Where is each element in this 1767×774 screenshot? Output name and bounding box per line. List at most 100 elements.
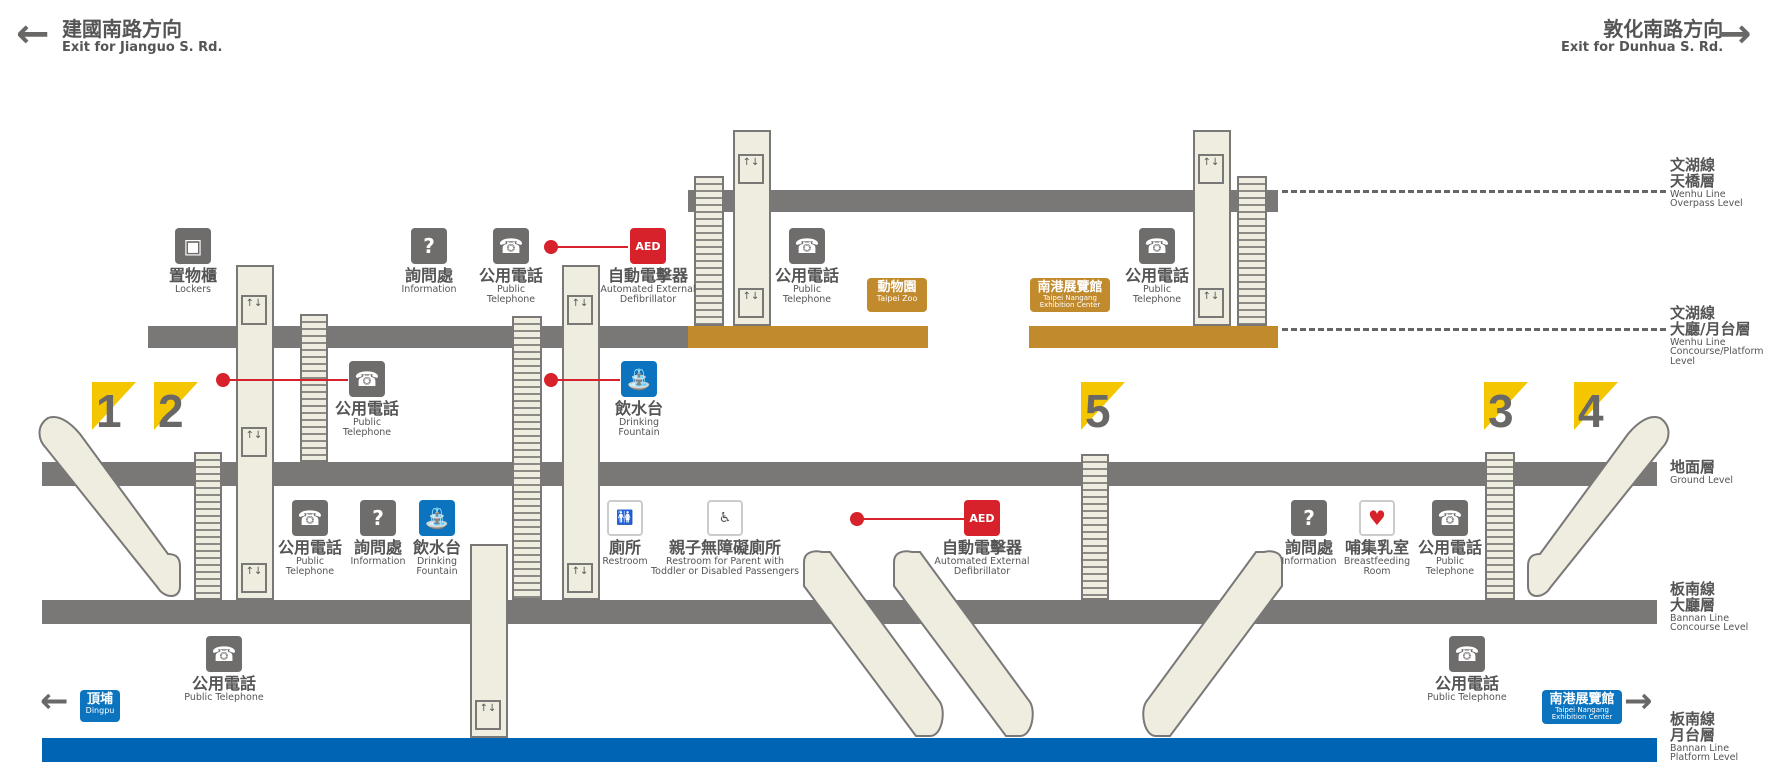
telephone-icon: ☎	[493, 228, 529, 264]
facility-zh: 自動電擊器	[607, 266, 688, 285]
exit-number: 5	[1085, 385, 1111, 437]
aed-icon-text: AED	[635, 239, 661, 253]
facility-en: Public Telephone	[342, 416, 392, 438]
level-label-zh: 地面層	[1670, 458, 1716, 476]
facility-en: Public Telephone	[1425, 555, 1475, 577]
badge-nangang-exhibition-bottom: 南港展覽館 Taipei Nangang Exhibition Center	[1542, 690, 1622, 724]
facility-en: Public Telephone	[782, 283, 832, 305]
facility-breastfeeding-room: 哺集乳室 Breastfeeding Room	[1338, 539, 1416, 577]
floor-nangang-platform	[1029, 326, 1278, 348]
escalator-platform-1[interactable]	[800, 550, 950, 738]
facility-telephone: 公用電話 Public Telephone	[328, 400, 406, 438]
facility-zh: 公用電話	[191, 674, 256, 693]
information-icon: ?	[1291, 500, 1327, 536]
facility-zh: 公用電話	[1124, 266, 1189, 285]
level-bannan-concourse: 板南線 大廳層 Bannan Line Concourse Level	[1670, 580, 1748, 633]
facility-zh: 公用電話	[1417, 538, 1482, 557]
direction-right: 敦化南路方向 Exit for Dunhua S. Rd.	[1561, 18, 1723, 56]
aed-icon-text: AED	[969, 511, 995, 525]
telephone-icon: ☎	[1139, 228, 1175, 264]
facility-telephone: 公用電話 Public Telephone	[174, 674, 274, 703]
escalator-exit-4[interactable]	[1518, 416, 1670, 600]
facility-information: 詢問處 Information	[1274, 539, 1344, 567]
stairs[interactable]	[1081, 454, 1109, 600]
telephone-icon: ☎	[1432, 500, 1468, 536]
facility-drinking-fountain: 飲水台 Drinking Fountain	[604, 399, 674, 438]
elevator-cab: ↑↓	[241, 563, 267, 593]
overpass-dash	[1282, 190, 1666, 193]
up-down-arrows-icon: ↑↓	[245, 566, 263, 577]
up-down-arrows-icon: ↑↓	[479, 703, 497, 714]
exit-number: 1	[96, 385, 122, 437]
floor-zoo-platform	[688, 326, 928, 348]
stairs[interactable]	[1485, 452, 1515, 600]
level-label-zh: 板南線 大廳層	[1670, 580, 1716, 614]
direction-left: 建國南路方向 Exit for Jianguo S. Rd.	[62, 18, 222, 56]
elevator-cab: ↑↓	[738, 288, 764, 318]
stairs[interactable]	[194, 452, 222, 600]
direction-left-en: Exit for Jianguo S. Rd.	[62, 40, 223, 55]
stairs[interactable]	[1237, 176, 1267, 326]
telephone-pointer-line	[228, 379, 348, 381]
badge-en: Dingpu	[85, 705, 115, 715]
facility-aed: 自動電擊器 Automated External Defibrillator	[931, 539, 1033, 577]
facility-en: Information	[1281, 555, 1337, 567]
elevator-cab: ↑↓	[1198, 154, 1224, 184]
level-wenhu-overpass: 文湖線 天橋層 Wenhu Line Overpass Level	[1670, 156, 1743, 209]
exit-3[interactable]: 3	[1484, 382, 1528, 437]
facility-zh: 詢問處	[404, 266, 453, 285]
elevator-cab: ↑↓	[567, 295, 593, 325]
facility-en: Public Telephone	[1132, 283, 1182, 305]
level-label-zh: 文湖線 天橋層	[1670, 156, 1716, 190]
telephone-icon: ☎	[1449, 636, 1485, 672]
facility-en: Public Telephone	[486, 283, 536, 305]
information-icon: ?	[360, 500, 396, 536]
elevator-cab: ↑↓	[567, 563, 593, 593]
facility-zh: 飲水台	[614, 399, 663, 418]
level-bannan-platform: 板南線 月台層 Bannan Line Platform Level	[1670, 711, 1738, 763]
facility-telephone: 公用電話 Public Telephone	[1411, 538, 1489, 577]
facility-en: Public Telephone	[1427, 691, 1507, 703]
exit-5[interactable]: 5	[1081, 382, 1125, 437]
telephone-icon: ☎	[789, 228, 825, 264]
escalator-exit-1[interactable]	[38, 416, 190, 600]
arrow-left-icon: ←	[16, 11, 50, 57]
floor-bannan-platform	[42, 738, 1657, 762]
stairs[interactable]	[512, 316, 542, 600]
badge-zh: 南港展覽館	[1037, 280, 1103, 295]
escalator-platform-2[interactable]	[890, 550, 1040, 738]
facility-drinking-fountain: 飲水台 Drinking Fountain	[402, 539, 472, 577]
floor-overpass	[688, 190, 1278, 212]
elevator-nangang[interactable]: ↑↓ ↑↓	[1193, 130, 1231, 326]
badge-zh: 南港展覽館	[1549, 692, 1615, 707]
stairs[interactable]	[694, 176, 724, 326]
facility-en: Drinking Fountain	[416, 555, 458, 577]
up-down-arrows-icon: ↑↓	[571, 566, 589, 577]
facility-telephone: 公用電話 Public Telephone	[1118, 266, 1196, 305]
breastfeeding-icon: ♥	[1359, 500, 1395, 536]
up-down-arrows-icon: ↑↓	[571, 298, 589, 309]
exit-4[interactable]: 4	[1574, 382, 1618, 437]
up-down-arrows-icon: ↑↓	[1202, 291, 1220, 302]
facility-family-restroom: 親子無障礙廁所 Restroom for Parent with Toddler…	[650, 539, 800, 577]
facility-zh: 公用電話	[774, 266, 839, 285]
stairs[interactable]	[300, 314, 328, 462]
escalator-platform-3[interactable]	[1136, 550, 1286, 738]
exit-1[interactable]: 1	[92, 382, 136, 437]
direction-left-zh: 建國南路方向	[62, 17, 182, 41]
exit-2[interactable]: 2	[154, 382, 198, 437]
drinking-fountain-icon: ⛲	[621, 361, 657, 397]
exit-number: 3	[1488, 385, 1514, 437]
direction-right-en: Exit for Dunhua S. Rd.	[1561, 40, 1724, 55]
elevator-left[interactable]: ↑↓ ↑↓ ↑↓	[236, 265, 274, 600]
elevator-zoo[interactable]: ↑↓ ↑↓	[733, 130, 771, 326]
facility-zh: 公用電話	[277, 538, 342, 557]
facility-en: Breastfeeding Room	[1343, 555, 1411, 577]
elevator-platform[interactable]: ↑↓	[470, 544, 508, 738]
badge-en: Taipei Nangang Exhibition Center	[1039, 293, 1101, 309]
aed-location-dot	[850, 512, 864, 526]
badge-zh: 動物園	[877, 280, 917, 295]
elevator-center[interactable]: ↑↓ ↑↓	[562, 265, 600, 600]
badge-taipei-zoo: 動物園 Taipei Zoo	[867, 278, 927, 312]
badge-dingpu: 頂埔 Dingpu	[80, 690, 120, 722]
